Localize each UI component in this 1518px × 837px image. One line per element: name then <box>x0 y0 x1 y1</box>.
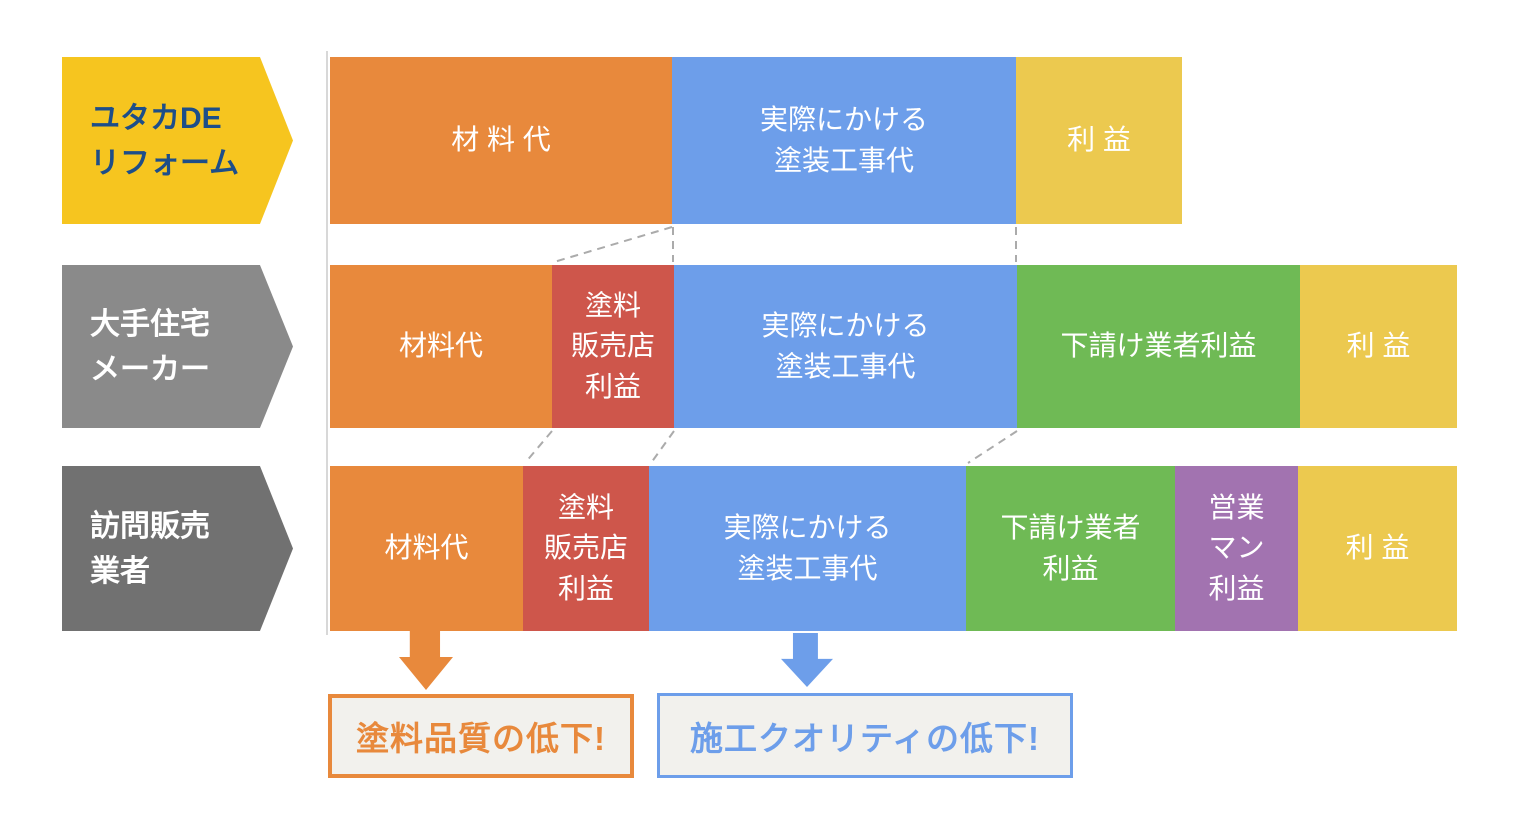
segment-material-cost: 材料代 <box>330 466 523 631</box>
row-label-door-to-door-sales: 訪問販売 業者 <box>62 466 293 631</box>
segment-material-cost: 材料代 <box>330 265 552 428</box>
segment-actual-painting-cost: 実際にかける 塗装工事代 <box>649 466 966 631</box>
segment-paint-store-profit: 塗料 販売店 利益 <box>523 466 649 631</box>
segment-actual-painting-cost: 実際にかける 塗装工事代 <box>672 57 1016 224</box>
callout-paint-quality-decline: 塗料品質の低下! <box>328 694 634 778</box>
cost-bar-yutaka-de-reform: 材 料 代実際にかける 塗装工事代利 益 <box>330 57 1182 224</box>
cost-bar-door-to-door-sales: 材料代塗料 販売店 利益実際にかける 塗装工事代下請け業者 利益営業 マン 利益… <box>330 466 1457 631</box>
row-label-yutaka-de-reform: ユタカDE リフォーム <box>62 57 293 224</box>
segment-profit: 利 益 <box>1016 57 1182 224</box>
row-label-major-housing-maker: 大手住宅 メーカー <box>62 265 293 428</box>
segment-profit: 利 益 <box>1298 466 1457 631</box>
segment-material-cost: 材 料 代 <box>330 57 672 224</box>
down-arrow-icon <box>399 631 453 690</box>
segment-profit: 利 益 <box>1300 265 1457 428</box>
segment-subcontractor-profit: 下請け業者 利益 <box>966 466 1175 631</box>
segment-subcontractor-profit: 下請け業者利益 <box>1017 265 1300 428</box>
axis-line <box>326 51 328 635</box>
segment-actual-painting-cost: 実際にかける 塗装工事代 <box>674 265 1017 428</box>
segment-salesman-profit: 営業 マン 利益 <box>1175 466 1298 631</box>
segment-paint-store-profit: 塗料 販売店 利益 <box>552 265 674 428</box>
callout-construction-quality-decline: 施工クオリティの低下! <box>657 693 1073 778</box>
down-arrow-icon <box>781 633 833 687</box>
cost-bar-major-housing-maker: 材料代塗料 販売店 利益実際にかける 塗装工事代下請け業者利益利 益 <box>330 265 1457 428</box>
